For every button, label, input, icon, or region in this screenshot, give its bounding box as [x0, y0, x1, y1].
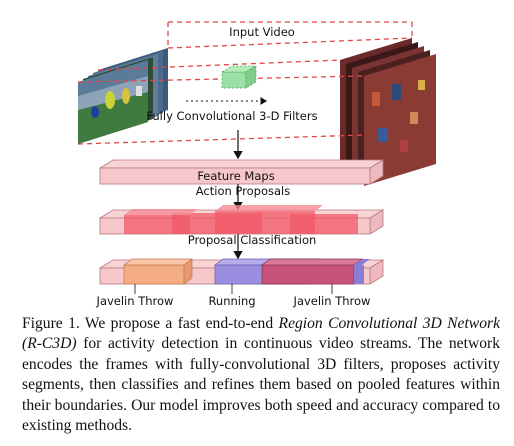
label-pointer-lines	[134, 284, 333, 294]
left-video-frame-stack	[78, 48, 168, 144]
proposal-segment-4	[290, 214, 358, 234]
feature-maps-block: Feature Maps	[98, 159, 385, 185]
class-label-running: Running	[208, 294, 255, 308]
caption-lead: Figure 1. We propose a fast end-to-end	[22, 315, 279, 332]
class-label-javelin-throw-2: Javelin Throw	[293, 294, 371, 308]
caption-model-name: Region Convolutional 3D Network (R-C3D)	[22, 315, 500, 353]
proposal-classification-label: Proposal Classification	[188, 233, 317, 247]
feature-maps-label: Feature Maps	[197, 169, 274, 183]
figure-caption: Figure 1. We propose a fast end-to-end R…	[22, 314, 500, 436]
r-c3d-figure: Input Video Fully Convolutional 3-D Filt…	[77, 21, 436, 308]
input-video-volume: Input Video Fully Convolutional 3-D Filt…	[77, 21, 436, 186]
action-proposals-block	[98, 205, 385, 235]
3d-filter-cube	[220, 65, 258, 89]
class-label-javelin-throw-1: Javelin Throw	[96, 294, 174, 308]
right-video-frame-stack	[340, 38, 436, 186]
caption-rest: for activity detection in continuous vid…	[22, 335, 500, 435]
segment-javelin-throw-1	[122, 258, 194, 285]
segment-javelin-throw-2	[260, 258, 370, 285]
input-video-label: Input Video	[229, 25, 295, 39]
classification-block	[98, 258, 385, 285]
video-volume-edges	[77, 21, 413, 145]
filters-label: Fully Convolutional 3-D Filters	[146, 109, 317, 123]
action-proposals-label: Action Proposals	[196, 184, 290, 198]
